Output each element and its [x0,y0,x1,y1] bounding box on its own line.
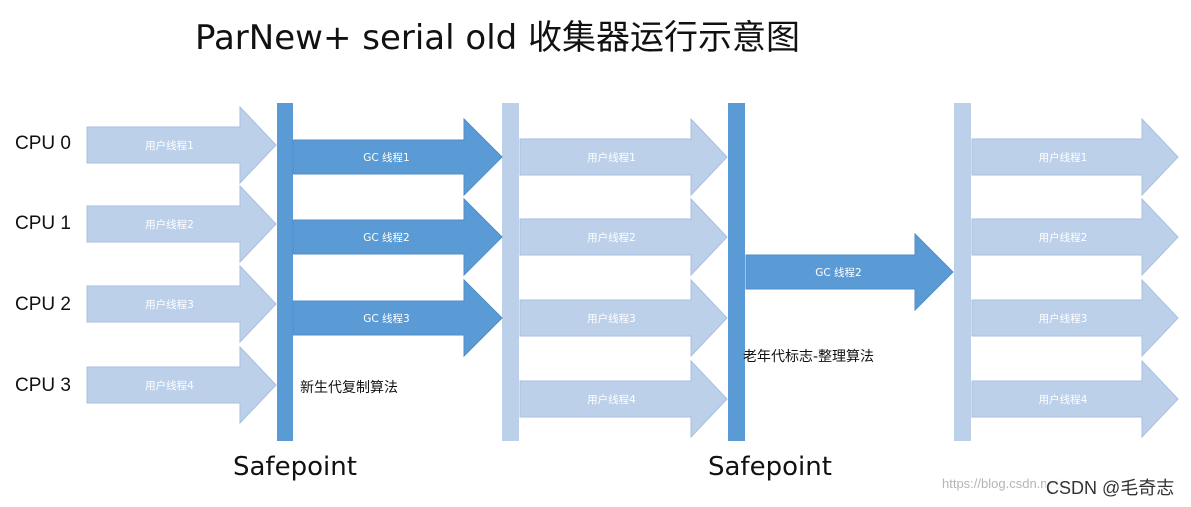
user-thread-arrow-a4-label: 用户线程4 [145,379,194,392]
gc-thread-arrow-2-label: GC 线程2 [363,231,410,244]
user-thread-arrow-a3-label: 用户线程3 [145,298,194,311]
user-thread-arrow-b3-label: 用户线程3 [587,312,636,325]
thread-arrows: 用户线程1 用户线程2 用户线程3 用户线程4 GC 线程1 GC 线程2 GC 线程3 用户… [86,105,1179,439]
user-thread-arrow-b1-label: 用户线程1 [587,151,636,164]
safepoint-label-2: Safepoint [708,452,832,482]
safepoint-bars [277,103,971,441]
old-gc-thread-arrow: GC 线程2 [745,232,954,312]
user-thread-arrow-a2-shape [86,184,277,264]
gc-thread-arrow-2: GC 线程2 [292,197,503,277]
user-thread-arrow-c3: 用户线程3 [971,278,1179,358]
user-thread-arrow-c4: 用户线程4 [971,359,1179,439]
old-gc-thread-arrow-shape [745,232,954,312]
user-thread-arrow-a1: 用户线程1 [86,105,277,185]
user-thread-arrow-c1-shape [971,117,1179,197]
user-thread-arrow-b2-label: 用户线程2 [587,231,636,244]
user-thread-arrow-b4-label: 用户线程4 [587,393,636,406]
user-thread-arrow-b3-shape [519,278,728,358]
safepoint-bar-1 [277,103,293,441]
user-thread-arrow-b1-shape [519,117,728,197]
user-thread-arrow-b4-shape [519,359,728,439]
user-thread-arrow-b2-shape [519,197,728,277]
user-thread-arrow-c2-label: 用户线程2 [1039,231,1088,244]
cpu-label-3: CPU 3 [15,375,71,396]
user-thread-arrow-a4: 用户线程4 [86,345,277,425]
safepoint-label-1: Safepoint [233,452,357,482]
young-algorithm-label: 新生代复制算法 [300,380,398,396]
user-thread-arrow-c4-label: 用户线程4 [1039,393,1088,406]
old-gc-thread-arrow-label: GC 线程2 [815,266,862,279]
gc-thread-arrow-1-label: GC 线程1 [363,151,410,164]
user-thread-arrow-c3-shape [971,278,1179,358]
cpu-label-2: CPU 2 [15,294,71,315]
gc-thread-arrow-1: GC 线程1 [292,117,503,197]
gc-thread-arrow-3: GC 线程3 [292,278,503,358]
cpu-label-0: CPU 0 [15,133,71,154]
user-thread-arrow-c1: 用户线程1 [971,117,1179,197]
gc-thread-arrow-2-shape [292,197,503,277]
diagram-title: ParNew+ serial old 收集器运行示意图 [195,18,801,58]
user-thread-arrow-a4-shape [86,345,277,425]
user-thread-arrow-c2-shape [971,197,1179,277]
user-thread-arrow-a1-shape [86,105,277,185]
cpu-label-1: CPU 1 [15,213,71,234]
user-thread-arrow-b1: 用户线程1 [519,117,728,197]
user-thread-arrow-b2: 用户线程2 [519,197,728,277]
user-thread-arrow-b3: 用户线程3 [519,278,728,358]
user-thread-arrow-c3-label: 用户线程3 [1039,312,1088,325]
user-thread-arrow-c1-label: 用户线程1 [1039,151,1088,164]
safepoint-bar-2 [728,103,745,441]
user-thread-arrow-a3-shape [86,264,277,344]
gc-thread-arrow-1-shape [292,117,503,197]
csdn-brand: CSDN @毛奇志 [1046,474,1175,500]
user-thread-arrow-c4-shape [971,359,1179,439]
old-algorithm-label: 老年代标志-整理算法 [743,349,875,365]
user-thread-arrow-a2-label: 用户线程2 [145,218,194,231]
gc-end-bar-1 [502,103,519,441]
gc-end-bar-2 [954,103,971,441]
gc-thread-arrow-3-label: GC 线程3 [363,312,410,325]
user-thread-arrow-c2: 用户线程2 [971,197,1179,277]
gc-thread-arrow-3-shape [292,278,503,358]
user-thread-arrow-a3: 用户线程3 [86,264,277,344]
user-thread-arrow-a1-label: 用户线程1 [145,139,194,152]
user-thread-arrow-a2: 用户线程2 [86,184,277,264]
user-thread-arrow-b4: 用户线程4 [519,359,728,439]
watermark-url: https://blog.csdn.net/ [942,476,1062,491]
